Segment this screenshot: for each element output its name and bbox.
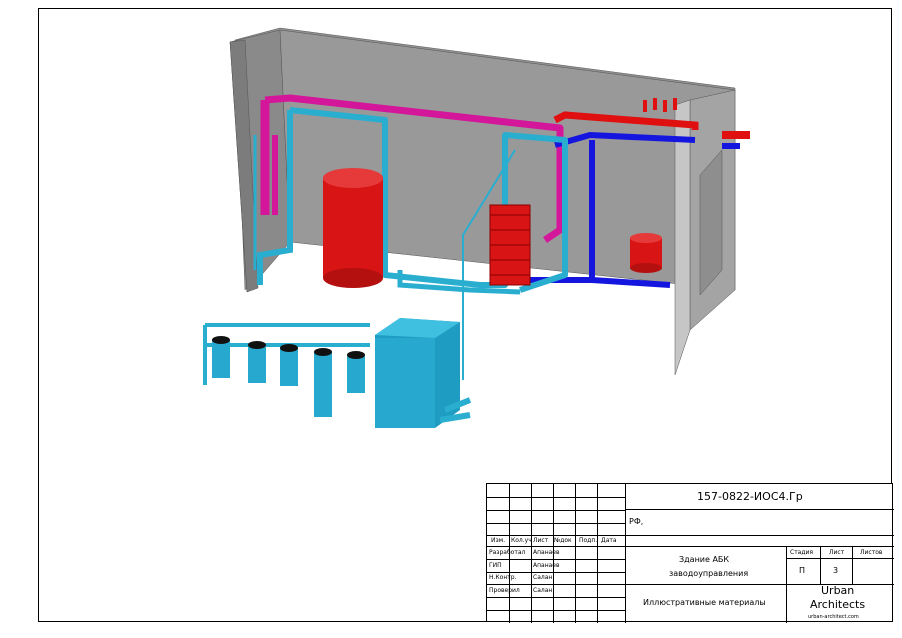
stage-value: П [799,566,806,575]
sheet-header: Лист [829,549,845,556]
role-gip: ГИП [489,562,502,569]
left-wall-face [229,39,259,293]
stage-header: Стадия [790,549,814,556]
cyan-filter-tanks [212,336,365,417]
sheet-title: Иллюстративные материалы [643,598,766,607]
red-expansion-tank [630,233,662,273]
header-kol-uch: Кол.уч [511,537,532,544]
right-wall-niche [699,149,723,296]
company-url: urban-architect.com [808,614,859,620]
header-ndok: №док [554,537,572,544]
name-gip: Апанаев [533,562,560,569]
role-developer: Разработал [489,549,526,556]
role-checker: Проверил [489,587,520,594]
cyan-water-tank [375,318,460,428]
building-name-line2: заводоуправления [669,569,749,578]
right-wall-edge [674,99,691,376]
red-valve-group [643,98,677,112]
header-list: Лист [533,537,549,544]
red-supply-pipe [553,111,699,130]
header-data: Дата [601,537,617,544]
sheets-header: Листов [860,549,883,556]
document-code: 157-0822-ИОС4.Гр [697,490,803,503]
red-pipe-outlet [722,131,750,139]
plate-heat-exchanger [489,204,531,286]
name-normcontrol: Салан [533,574,553,581]
name-checker: Салан [533,587,553,594]
building-name-line1: Здание АБК [679,555,730,564]
red-storage-tank [323,168,383,288]
header-izm: Изм. [491,537,506,544]
sheet-value: 3 [833,566,839,575]
cyan-drop [462,149,516,380]
cyan-pump-group [439,397,472,423]
magenta-supply-pipe [264,94,564,243]
company-name-line2: Architects [810,598,866,611]
title-block: 157-0822-ИОС4.Гр РФ, Изм. Кол.уч Лист №д… [486,483,894,623]
header-podp: Подп. [579,537,598,544]
blue-pipe-outlet [722,143,740,149]
company-name-line1: Urban [821,584,855,597]
cyan-floor-pipe [397,270,521,295]
role-normcontrol: Н.Контр. [489,574,517,581]
location-text: РФ, [629,517,644,526]
cyan-left-riser [257,110,293,285]
drawing-frame [38,8,892,622]
name-developer: Апанаев [533,549,560,556]
